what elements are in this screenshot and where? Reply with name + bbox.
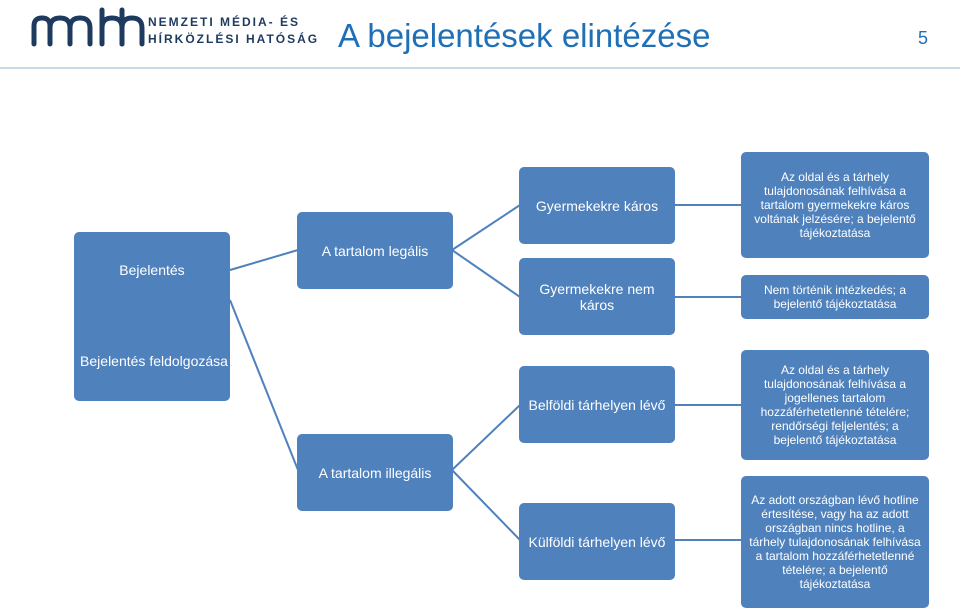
connector-root-illegal	[229, 299, 299, 471]
domestic-outcome: Az oldal és a tárhely tulajdonosának fel…	[741, 350, 929, 460]
logo-text: NEMZETI MÉDIA- ÉS HÍRKÖZLÉSI HATÓSÁG	[148, 14, 319, 48]
header: NEMZETI MÉDIA- ÉS HÍRKÖZLÉSI HATÓSÁG A b…	[0, 0, 960, 70]
domestic-outcome-text: Az oldal és a tárhely tulajdonosának fel…	[760, 363, 910, 447]
connector-illegal-domestic	[451, 404, 521, 471]
header-divider	[0, 67, 960, 69]
root-node: Bejelentés	[74, 232, 230, 401]
legal-node-label: A tartalom legális	[321, 242, 429, 259]
logo-line-2: HÍRKÖZLÉSI HATÓSÁG	[148, 32, 320, 46]
harmful-node: Gyermekekre káros	[519, 167, 675, 244]
connector-legal-notharmful	[451, 249, 521, 298]
harmful-node-label: Gyermekekre káros	[535, 197, 659, 214]
harmful-outcome-text: Az oldal és a tárhely tulajdonosának fel…	[754, 170, 916, 240]
root-node-label: Bejelentés	[119, 262, 185, 278]
not-harmful-outcome: Nem történik intézkedés; a bejelentő táj…	[741, 275, 929, 319]
illegal-node: A tartalom illegális	[297, 434, 453, 511]
page-title: A bejelentések elintézése	[338, 17, 711, 54]
page-number: 5	[918, 28, 929, 48]
connector-root-legal	[229, 249, 299, 271]
connector-legal-harmful	[451, 204, 521, 251]
connector-illegal-foreign	[451, 469, 521, 541]
not-harmful-node: Gyermekekre nem káros	[519, 258, 675, 335]
not-harmful-outcome-text: Nem történik intézkedés; a bejelentő táj…	[763, 283, 907, 311]
foreign-hosting-node-label: Külföldi tárhelyen lévő	[528, 533, 666, 550]
logo-line-1: NEMZETI MÉDIA- ÉS	[148, 15, 301, 29]
illegal-node-label: A tartalom illegális	[318, 464, 432, 481]
not-harmful-node-label: Gyermekekre nem káros	[539, 280, 655, 313]
root-sub-label: Bejelentés feldolgozása	[80, 353, 228, 369]
foreign-hosting-node: Külföldi tárhelyen lévő	[519, 503, 675, 580]
domestic-hosting-node-label: Belföldi tárhelyen lévő	[528, 396, 666, 413]
legal-node: A tartalom legális	[297, 212, 453, 289]
nmhh-logo	[31, 7, 145, 47]
foreign-outcome: Az adott országban lévő hotline értesíté…	[741, 476, 929, 608]
foreign-outcome-text: Az adott országban lévő hotline értesíté…	[749, 493, 921, 591]
harmful-outcome: Az oldal és a tárhely tulajdonosának fel…	[741, 152, 929, 258]
domestic-hosting-node: Belföldi tárhelyen lévő	[519, 366, 675, 443]
